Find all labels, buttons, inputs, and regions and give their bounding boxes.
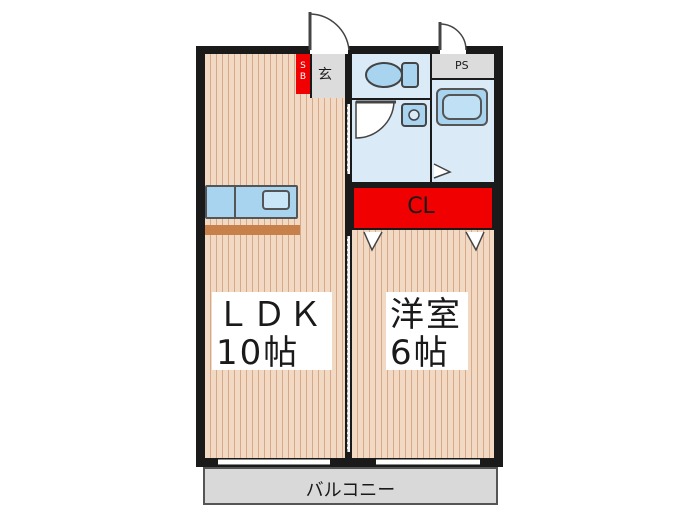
pipe-space: [432, 54, 494, 80]
wash-basin-icon: [401, 103, 427, 127]
entrance-door-swing: [308, 12, 350, 51]
ldk-size: 10帖: [216, 333, 300, 373]
western-label-box: [386, 292, 468, 370]
window-western: [376, 459, 480, 465]
closet-label: CL: [407, 194, 435, 219]
western-size: 6帖: [390, 333, 450, 373]
outer-wall-top-right: [466, 46, 500, 54]
ldk-name: ＬＤＫ: [216, 295, 324, 335]
closet: [352, 186, 494, 230]
counter-bar: [205, 225, 300, 235]
balcony-label: バルコニー: [305, 480, 396, 501]
outer-wall-bottom: [196, 458, 503, 467]
closet-door-marks: [363, 231, 485, 252]
outer-wall-right: [494, 46, 503, 466]
stove-divider: [234, 187, 236, 217]
bathtub-inner: [442, 94, 482, 120]
ldk-floor: [205, 54, 345, 458]
toilet-icon: [365, 62, 419, 88]
washroom-door-swing: [355, 100, 396, 139]
kitchen-sink-icon: [262, 190, 290, 210]
ldk-label-box: [212, 292, 332, 370]
wet-area-bottom-wall: [352, 182, 494, 186]
western-name: 洋室: [390, 295, 462, 335]
shoe-box: S B: [296, 54, 310, 94]
window-ldk: [218, 459, 330, 465]
entrance-label: 玄: [318, 67, 332, 83]
outer-wall-left: [196, 46, 205, 466]
outer-wall-top-mid: [348, 46, 440, 54]
entrance: [310, 54, 345, 98]
pipe-space-label: PS: [455, 59, 469, 72]
outer-wall-top-left: [196, 46, 310, 54]
balcony: [203, 467, 498, 505]
utility-door-swing: [438, 22, 467, 51]
bathroom-door-mark: [433, 163, 452, 179]
sliding-door-track: [347, 236, 350, 452]
sliding-door-track-upper: [347, 104, 350, 174]
